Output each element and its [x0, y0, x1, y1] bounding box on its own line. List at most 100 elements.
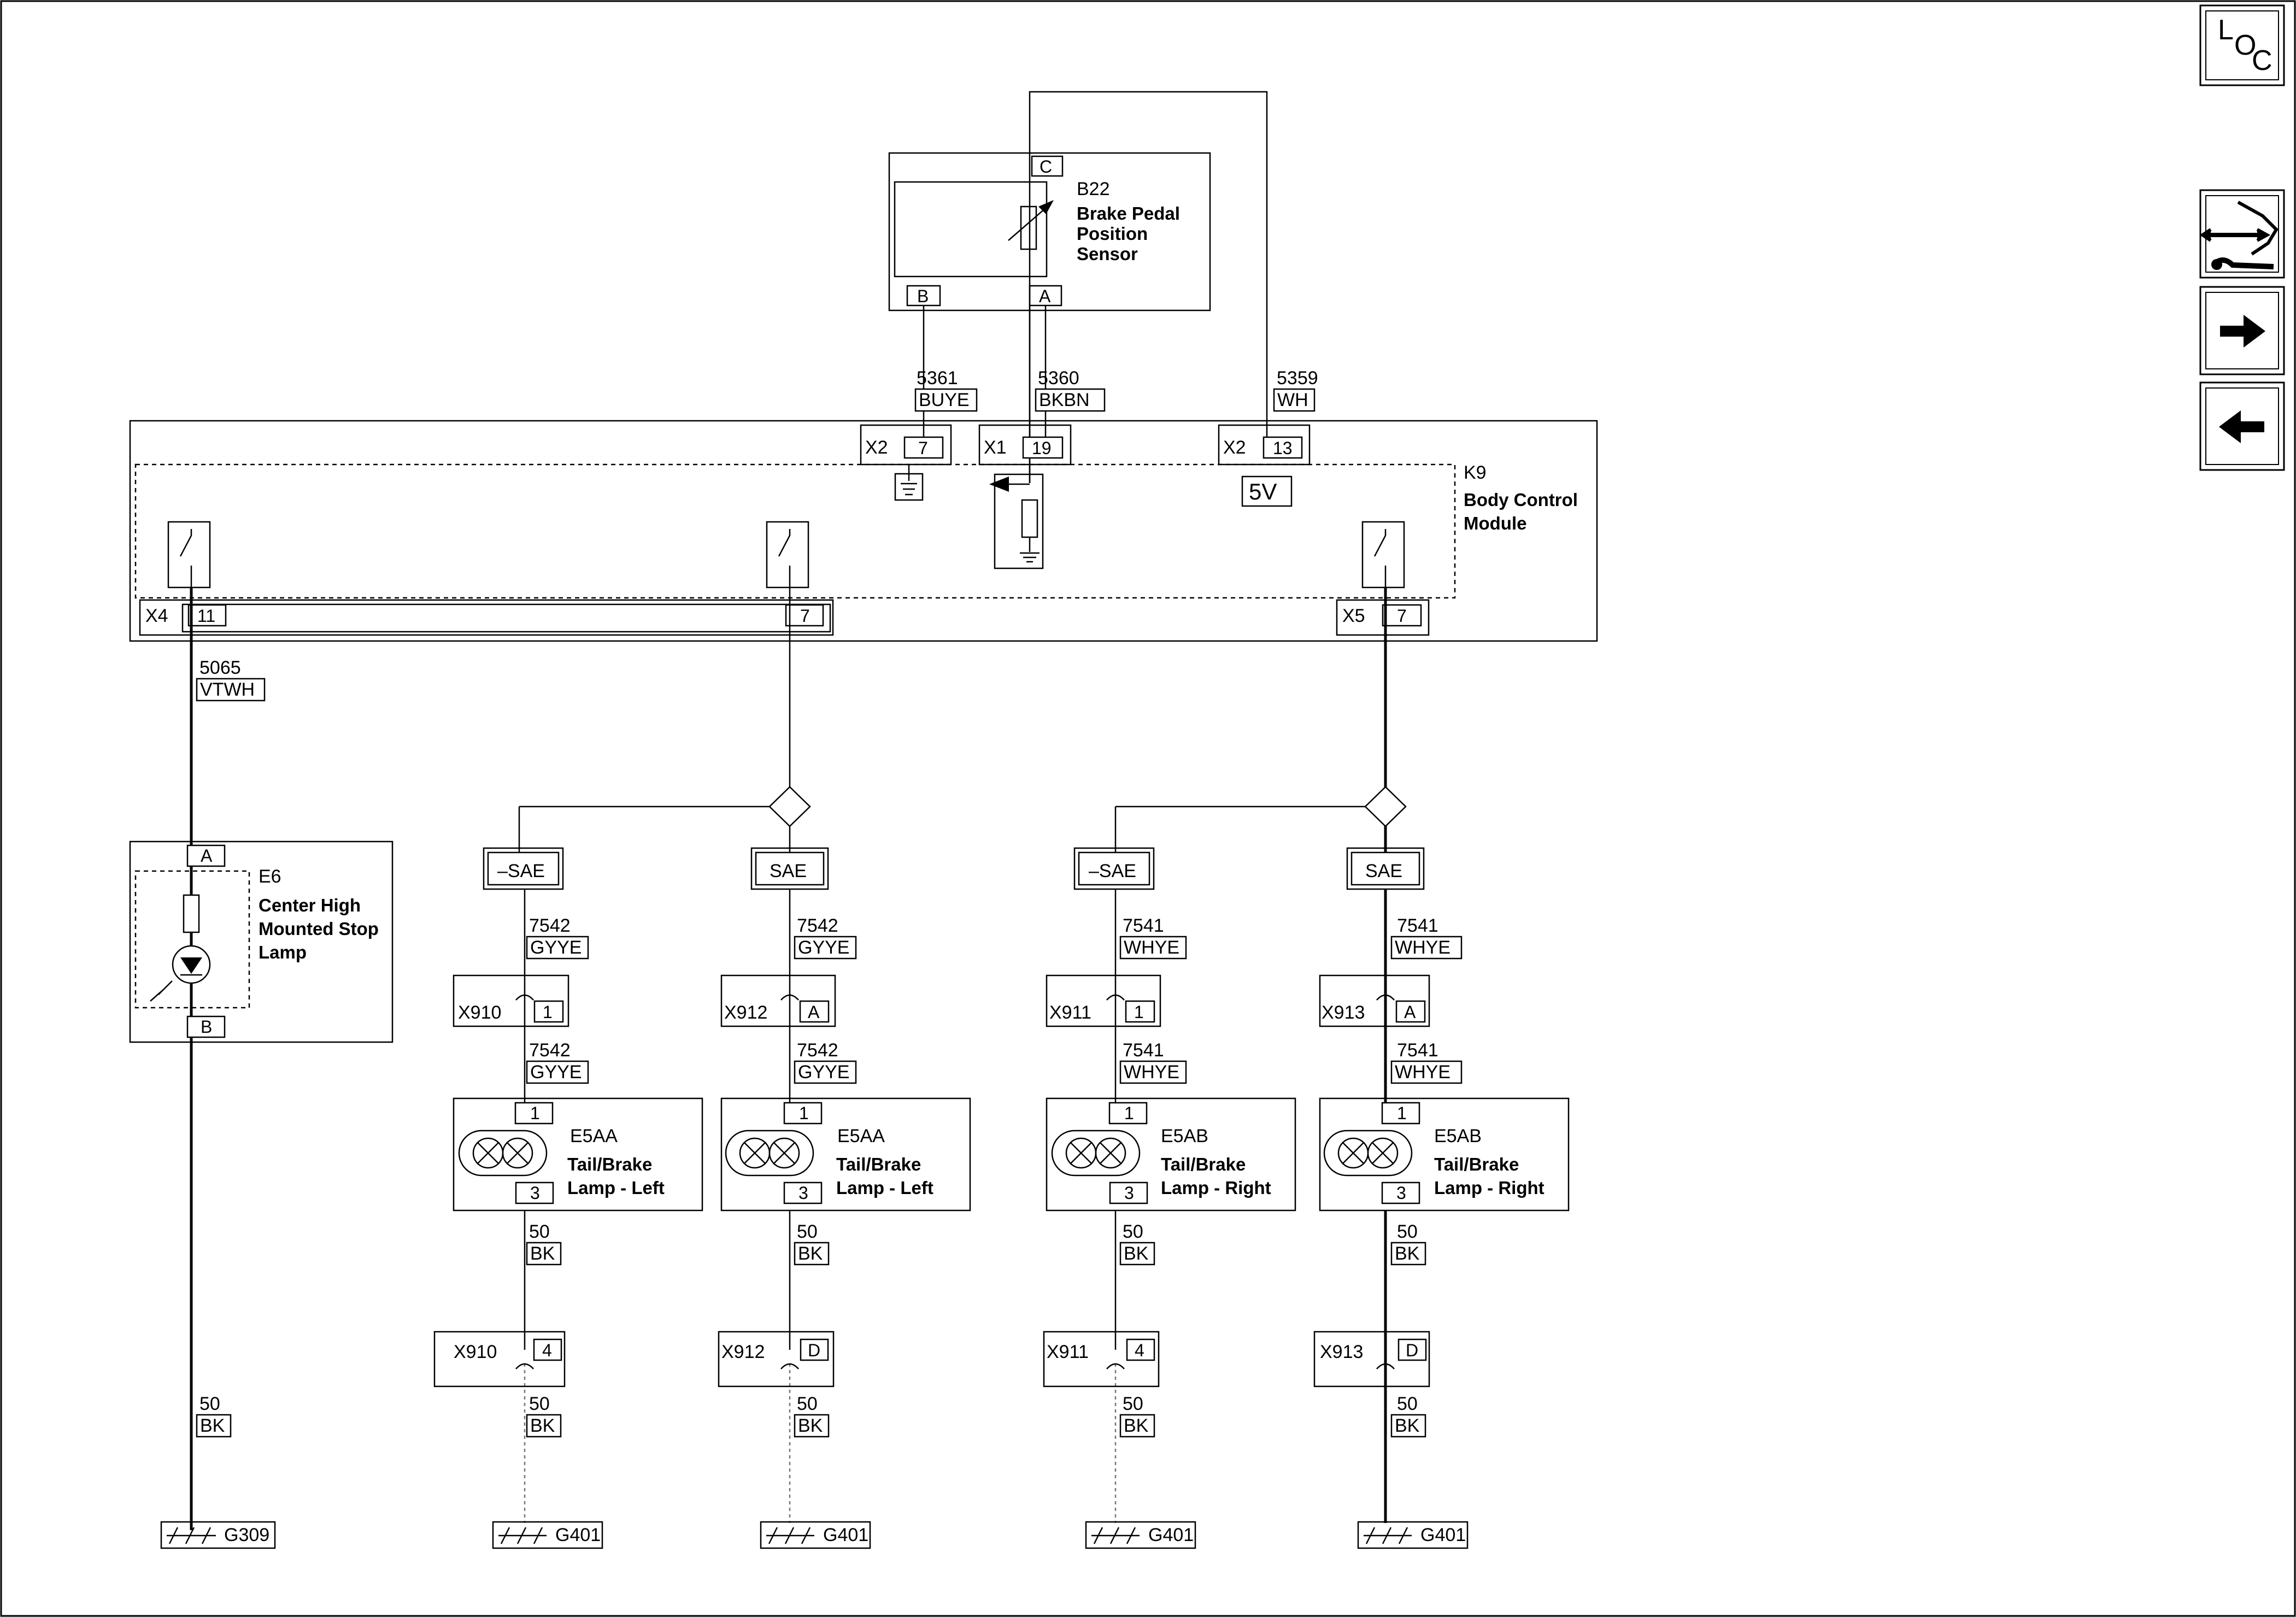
b22-pin-b-label: B	[917, 286, 929, 306]
branch-2-gnd1-color: BK	[798, 1243, 823, 1264]
wire-5065-color: VTWH	[200, 679, 255, 700]
branch-4-gnd-pin: D	[1406, 1340, 1418, 1360]
wire-5360-color-box	[1035, 388, 1106, 412]
e6-name-line3: Lamp	[259, 942, 307, 962]
wire-5360-color: BKBN	[1039, 390, 1090, 410]
ground-g309-label: G309	[224, 1525, 269, 1545]
k9-switch-3	[1361, 521, 1405, 589]
k9-body-control-module: X2 7 X1 19 X2 13 5V K9 Body Control Modu…	[129, 420, 1598, 642]
k9-switch-2	[766, 521, 809, 589]
branch-2-ground	[760, 1521, 871, 1549]
branch-3-lamp-id: E5AB	[1161, 1126, 1208, 1146]
branch-1-gnd1-number: 50	[529, 1221, 550, 1242]
branch-2-lamp-pin-top: 1	[799, 1103, 809, 1123]
branch-2-inline-pin: A	[808, 1002, 820, 1022]
previous-arrow-icon	[2219, 410, 2264, 443]
branch-4-wire-color: WHYE	[1395, 937, 1451, 958]
k9-x5-conn: X5	[1342, 605, 1365, 626]
branch-2-lamp-line1: Tail/Brake	[836, 1154, 921, 1174]
branch-1-option: –SAE	[497, 861, 545, 881]
branch-4-inline-conn: X913	[1322, 1002, 1365, 1023]
next-arrow-icon	[2220, 315, 2265, 348]
branch-4-lamp-line2: Lamp - Right	[1434, 1178, 1545, 1198]
b22-internal-box	[894, 181, 1048, 278]
branch-4-lamp-line1: Tail/Brake	[1434, 1154, 1519, 1174]
branch-3-wire2-number: 7541	[1123, 1040, 1164, 1061]
wire-5361-color-box	[914, 388, 978, 412]
k9-switch-1	[167, 521, 211, 589]
wire-5065-number: 5065	[199, 657, 241, 678]
branch-2-lamp-line2: Lamp - Left	[836, 1178, 933, 1198]
branch-2-lamp-pin-bot: 3	[798, 1183, 808, 1203]
branch-4-ground-connector	[1313, 1331, 1430, 1387]
wire-5360-number: 5360	[1038, 368, 1079, 389]
branch-1-wire2-number: 7542	[529, 1040, 571, 1061]
branch-2-inline-conn: X912	[724, 1002, 767, 1023]
e6-ground-wire-color-box	[196, 1414, 232, 1438]
wire-5359	[1029, 91, 1268, 437]
branch-3-gnd2-number: 50	[1123, 1393, 1143, 1414]
e6-ground-wire-color: BK	[200, 1415, 225, 1436]
5v-reference-label: 5V	[1249, 479, 1277, 504]
branch-3-ground-connector	[1043, 1331, 1160, 1387]
e6-ground-wire-number: 50	[199, 1393, 220, 1414]
k9-x5-connector	[1336, 599, 1430, 636]
k9-id: K9	[1464, 462, 1487, 483]
e6-internal-boundary	[134, 870, 250, 1009]
branch-3: –SAE 7541 WHYE X911 1 7541 WHYE 1 3 E5AB…	[1043, 847, 1296, 1549]
5v-reference-box	[1241, 475, 1293, 507]
k9-x2a-conn: X2	[865, 437, 888, 458]
k9-x2b-conn: X2	[1223, 437, 1246, 458]
e6-name-line2: Mounted Stop	[259, 919, 379, 939]
branch-2-wire-number: 7542	[797, 915, 838, 936]
repair-location-button[interactable]	[2199, 189, 2285, 279]
e6-center-high-mounted-stop-lamp: A B E6 Center High Mounted Stop Lamp	[129, 840, 394, 1043]
branch-3-gnd1-color: BK	[1124, 1243, 1149, 1264]
input-arrow-icon	[989, 477, 1009, 492]
branch-2-wire2-number: 7542	[797, 1040, 838, 1061]
branch-1-bulb-icon	[458, 1130, 548, 1177]
branch-3-inline-pin: 1	[1134, 1002, 1144, 1022]
branch-2-wire2-color: GYYE	[798, 1062, 849, 1083]
branch-4-inline-connector	[1319, 974, 1430, 1027]
wire-5361-color: BUYE	[919, 390, 970, 410]
potentiometer-arrow-icon	[1038, 200, 1054, 214]
branch-1-lamp-line1: Tail/Brake	[567, 1154, 652, 1174]
branch-1-lamp-line2: Lamp - Left	[567, 1178, 665, 1198]
branch-2-lamp-id: E5AA	[837, 1126, 885, 1146]
pull-up-resistor-circuit	[989, 473, 1044, 569]
wire-5359-color-box	[1273, 388, 1316, 412]
k9-x5-pin: 7	[1397, 606, 1407, 626]
k9-x1-pin: 19	[1032, 438, 1052, 458]
branch-1: –SAE 7542 GYYE X910 1 7542 GYYE 1 3 E5AA…	[433, 847, 703, 1549]
branch-1-lamp-box	[453, 1097, 703, 1212]
e6-resistor-symbol	[183, 894, 200, 933]
branch-2-wire-color: GYYE	[798, 937, 849, 958]
branch-1-wire-color: GYYE	[530, 937, 582, 958]
branch-3-option: –SAE	[1089, 861, 1136, 881]
branch-4-option: SAE	[1365, 861, 1402, 881]
previous-page-button[interactable]	[2199, 381, 2285, 471]
b22-pin-a-label: A	[1039, 286, 1051, 306]
branch-3-lamp-pin-top: 1	[1124, 1103, 1134, 1123]
branch-3-gnd-conn: X911	[1047, 1342, 1089, 1362]
repair-location-icon	[2199, 201, 2279, 270]
branch-3-wire2-color: WHYE	[1124, 1062, 1179, 1083]
branch-1-wire-number: 7542	[529, 915, 571, 936]
wire-5359-number: 5359	[1277, 368, 1318, 389]
branch-3-lamp-pin-bot: 3	[1124, 1183, 1134, 1203]
k9-internal-boundary	[134, 463, 1456, 599]
e6-id: E6	[259, 866, 281, 887]
next-page-button[interactable]	[2199, 286, 2285, 375]
ground-g309: G309	[160, 1521, 276, 1549]
loc-button[interactable]: L O C	[2199, 4, 2285, 86]
branch-3-wire-number: 7541	[1123, 915, 1164, 936]
k9-x4-connector	[139, 599, 834, 636]
branch-4-ground	[1357, 1521, 1469, 1549]
branch-3-gnd-pin: 4	[1135, 1340, 1144, 1360]
branch-1-gnd2-color: BK	[530, 1415, 555, 1436]
branch-1-ground	[492, 1521, 603, 1549]
splice-right-icon	[1364, 786, 1407, 827]
branch-1-lamp-pin-top: 1	[530, 1103, 540, 1123]
